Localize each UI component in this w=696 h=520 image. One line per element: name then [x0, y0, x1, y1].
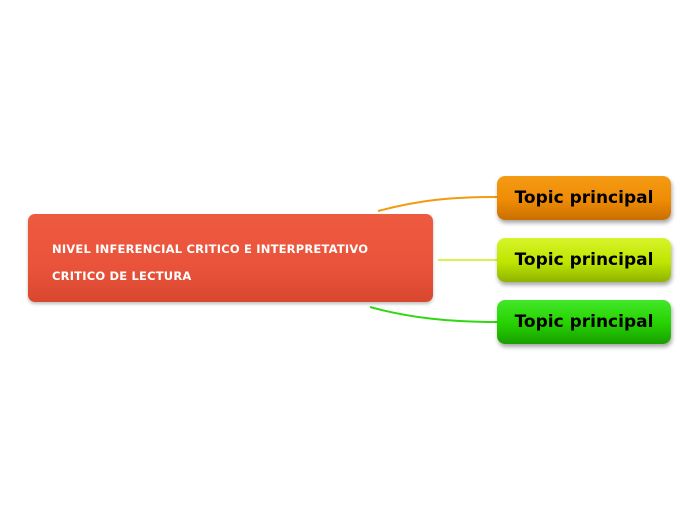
subtopic-node-3[interactable]: Topic principal	[497, 300, 671, 344]
subtopic-node-2[interactable]: Topic principal	[497, 238, 671, 282]
central-topic-node[interactable]: NIVEL INFERENCIAL CRITICO E INTERPRETATI…	[28, 214, 433, 302]
subtopic-label: Topic principal	[514, 188, 654, 208]
connector-green	[369, 306, 498, 323]
subtopic-label: Topic principal	[514, 250, 654, 270]
central-topic-line-1: NIVEL INFERENCIAL CRITICO E INTERPRETATI…	[52, 242, 369, 256]
subtopic-node-1[interactable]: Topic principal	[497, 176, 671, 220]
subtopic-label: Topic principal	[514, 312, 654, 332]
connector-orange	[377, 196, 498, 212]
central-topic-line-2: CRITICO DE LECTURA	[52, 269, 192, 283]
